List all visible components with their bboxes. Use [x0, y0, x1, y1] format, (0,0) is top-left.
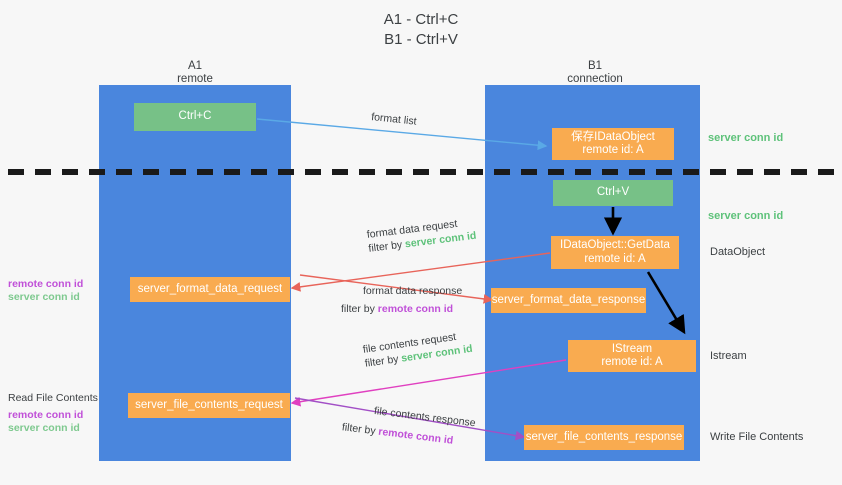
filter-prefix: filter by	[341, 303, 378, 315]
box-ctrl-c-label: Ctrl+C	[178, 110, 212, 123]
right-label-write-file-contents: Write File Contents	[710, 431, 804, 443]
left-label-read-file-contents: Read File Contents	[8, 392, 98, 404]
box-idataobject-line2: remote id: A	[582, 144, 644, 156]
box-server-file-contents-request[interactable]: server_file_contents_request	[128, 393, 290, 418]
column-header-a1: A1 remote	[120, 60, 270, 86]
right-label-server-conn-id-2: server conn id	[708, 210, 784, 222]
edge-label-format-data-response-filter: filter by remote conn id	[341, 302, 462, 316]
title-line-2: B1 - Ctrl+V	[384, 31, 458, 48]
box-istream[interactable]: IStream remote id: A	[568, 340, 696, 372]
column-b1-name: B1	[587, 60, 603, 72]
right-label-dataobject: DataObject	[710, 246, 766, 258]
box-idataobject-getdata[interactable]: IDataObject::GetData remote id: A	[551, 236, 679, 269]
left-label-remote-conn-id-1: remote conn id	[8, 278, 84, 290]
box-idataobject-getdata-line2: remote id: A	[584, 252, 646, 265]
filter-value: remote conn id	[377, 303, 454, 315]
column-a1-name: A1	[187, 60, 203, 72]
filter-prefix: filter by	[364, 352, 403, 370]
box-ctrl-c[interactable]: Ctrl+C	[134, 103, 256, 131]
box-server-format-data-response[interactable]: server_format_data_response	[491, 288, 646, 313]
edge-label-format-data-response: format data response filter by remote co…	[341, 284, 463, 316]
box-idataobject-getdata-line1: IDataObject::GetData	[560, 239, 670, 251]
box-server-file-contents-request-label: server_file_contents_request	[135, 398, 283, 411]
filter-value: remote conn id	[377, 425, 454, 447]
column-header-b1: B1 connection	[520, 60, 670, 86]
column-a1-sub: remote	[177, 73, 213, 85]
edge-label-format-list: format list	[371, 110, 418, 129]
left-label-remote-conn-id-2: remote conn id	[8, 409, 84, 421]
box-idataobject[interactable]: 保存IDataObject remote id: A	[552, 128, 674, 160]
box-server-file-contents-response-label: server_file_contents_response	[525, 430, 683, 443]
box-ctrl-v-label: Ctrl+V	[596, 186, 630, 199]
edge-label-format-data-response-line1: format data response	[363, 285, 463, 297]
right-label-server-conn-id-1: server conn id	[708, 132, 784, 144]
edge-label-format-data-request: format data request filter by server con…	[366, 215, 477, 256]
filter-prefix: filter by	[367, 238, 406, 255]
box-server-format-data-request[interactable]: server_format_data_request	[130, 277, 290, 302]
filter-prefix: filter by	[341, 421, 380, 438]
title-line-1: A1 - Ctrl+C	[383, 11, 459, 28]
box-server-format-data-response-label: server_format_data_response	[491, 293, 646, 306]
box-idataobject-line1: 保存IDataObject	[571, 130, 655, 143]
box-istream-line1: IStream	[611, 342, 653, 355]
left-label-server-conn-id-2: server conn id	[8, 422, 80, 434]
box-server-format-data-request-label: server_format_data_request	[137, 282, 283, 295]
box-server-file-contents-response[interactable]: server_file_contents_response	[524, 425, 684, 450]
column-b1-sub: connection	[567, 73, 623, 85]
box-istream-line2: remote id: A	[601, 356, 663, 368]
left-label-group-1: remote conn id server conn id	[8, 278, 83, 304]
edge-label-format-list-line1: format list	[370, 110, 418, 128]
left-label-group-2: Read File Contents remote conn id server…	[8, 392, 98, 435]
right-label-istream: Istream	[710, 350, 747, 362]
left-label-server-conn-id-1: server conn id	[8, 291, 80, 303]
edge-label-file-contents-request: file contents request filter by server c…	[362, 328, 473, 371]
edge-label-file-contents-response: file contents response filter by remote …	[341, 404, 477, 450]
diagram-title: A1 - Ctrl+C B1 - Ctrl+V	[0, 10, 842, 50]
box-ctrl-v[interactable]: Ctrl+V	[553, 180, 673, 206]
